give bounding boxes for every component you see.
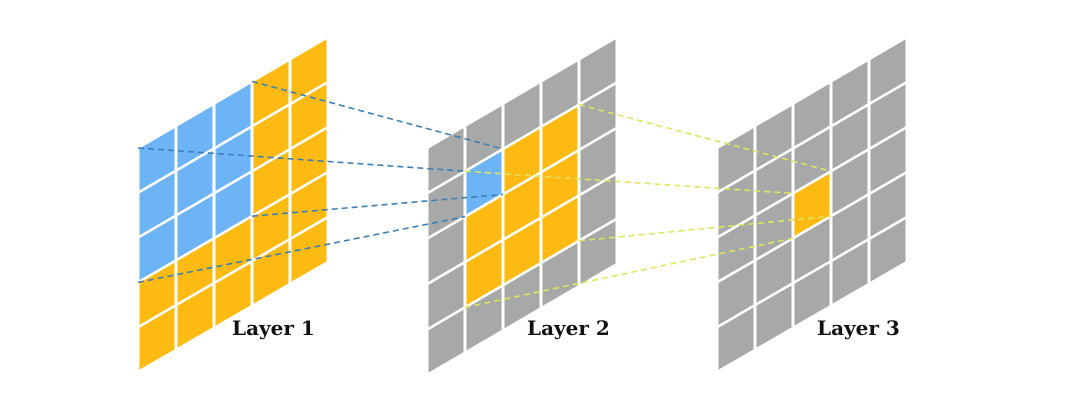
layer-2-cell-gray — [428, 309, 464, 373]
connection-line — [578, 103, 832, 173]
layer-1-cell-orange — [253, 61, 289, 124]
layer-2-cell-gray — [504, 265, 540, 329]
layer-3-cell-gray — [870, 219, 906, 282]
layer-2-grid — [428, 39, 616, 373]
connection-line — [137, 215, 466, 284]
layer-2-cell-gray — [428, 218, 464, 282]
layer-1-cell-blue — [139, 128, 175, 191]
connection-line — [251, 193, 504, 217]
layer-2-cell-orange — [504, 174, 540, 238]
layer-1-cell-orange — [291, 39, 327, 102]
layer-1-cell-orange — [139, 307, 175, 370]
layer-2-cell-gray — [580, 84, 616, 148]
layer-1-cell-orange — [215, 263, 251, 326]
connection-line — [464, 170, 794, 195]
layer-3-cell-gray — [794, 128, 830, 191]
layer-1-cell-blue — [177, 195, 213, 258]
layer-1-cell-orange — [291, 174, 327, 237]
layer-3-cell-gray — [832, 61, 868, 124]
layer-3-cell-gray — [794, 263, 830, 326]
layer-1-cell-orange — [253, 196, 289, 259]
layer-2-cell-gray — [504, 83, 540, 147]
layer-2-label: Layer 2 — [527, 316, 610, 340]
layer-2-cell-orange — [542, 106, 578, 170]
layer-1-cell-blue — [139, 173, 175, 236]
layer-2-cell-gray — [466, 105, 502, 169]
layer-1-cell-orange — [253, 241, 289, 304]
layer-2-cell-orange — [504, 219, 540, 283]
layer-3-cell-gray — [832, 151, 868, 214]
layer-3-cell-gray — [870, 84, 906, 147]
layer-3-cell-gray — [832, 106, 868, 169]
connection-line — [137, 147, 466, 172]
layer-3-cell-gray — [756, 240, 792, 303]
layer-3-cell-gray — [756, 105, 792, 169]
connection-line — [578, 215, 832, 242]
layer-2-cell-gray — [580, 175, 616, 239]
layer-3-cell-gray — [756, 195, 792, 258]
layer-1-cell-blue — [177, 150, 213, 214]
layer-2-cell-orange — [466, 196, 502, 260]
connection-line — [251, 80, 504, 150]
layer-1-cell-orange — [177, 240, 213, 303]
layer-3-cell-gray — [870, 39, 906, 102]
layer-3-cell-gray — [718, 217, 754, 281]
layer-2-cell-orange — [542, 197, 578, 261]
layer-1-cell-orange — [253, 151, 289, 214]
layer-3-cell-orange — [794, 173, 830, 236]
layer-2-cell-gray — [428, 173, 464, 237]
layer-2-cell-orange — [542, 152, 578, 216]
layer-3-cell-gray — [756, 150, 792, 214]
layer-2-cell-gray — [466, 287, 502, 351]
layer-3-cell-gray — [832, 241, 868, 304]
layer-1-cell-orange — [253, 106, 289, 169]
layer-3-cell-gray — [794, 218, 830, 281]
layer-2-cell-blue — [466, 151, 502, 215]
layer-3-cell-gray — [756, 285, 792, 348]
layer-2-cell-gray — [542, 61, 578, 125]
layer-3-label: Layer 3 — [817, 316, 900, 340]
layer-1-cell-orange — [291, 84, 327, 147]
layer-3-cell-gray — [832, 196, 868, 259]
layer-1-cell-orange — [177, 285, 213, 348]
layer-2-cell-gray — [580, 39, 616, 103]
layer-1-cell-blue — [215, 128, 251, 191]
layer-3-cell-gray — [718, 307, 754, 370]
connection-line — [464, 237, 794, 309]
layer-1-cell-blue — [215, 173, 251, 236]
layer-2-cell-gray — [542, 243, 578, 307]
layer-1-cell-orange — [139, 262, 175, 325]
layer-2-cell-gray — [580, 220, 616, 284]
layer-3-cell-gray — [870, 174, 906, 237]
layer-1-label: Layer 1 — [232, 316, 315, 340]
layer-1-cell-blue — [215, 83, 251, 147]
layer-3-grid — [718, 39, 906, 370]
layer-1-cell-orange — [291, 219, 327, 282]
layer-1-grid — [139, 39, 327, 370]
layer-2-cell-gray — [428, 264, 464, 328]
layer-1-cell-orange — [215, 218, 251, 281]
layer-3-cell-gray — [870, 129, 906, 192]
connection-lines — [137, 80, 832, 309]
layer-2-cell-gray — [580, 130, 616, 194]
layer-3-cell-gray — [718, 262, 754, 325]
layer-1-cell-blue — [139, 217, 175, 281]
layer-2-cell-gray — [428, 128, 464, 192]
layer-2-cell-orange — [466, 242, 502, 306]
layer-3-cell-gray — [794, 83, 830, 147]
